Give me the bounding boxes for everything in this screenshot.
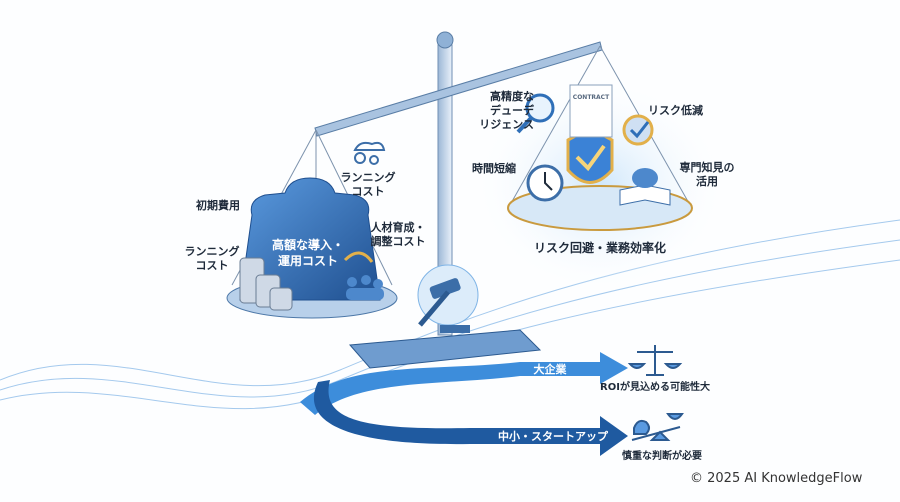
gavel-icon [418, 278, 470, 333]
weight [239, 177, 381, 301]
hr-cost-label: 人材育成・ 調整コスト [370, 221, 426, 248]
running-cost-top-label: ランニング コスト [340, 171, 396, 198]
contract-document-icon [569, 84, 613, 138]
expertise-label: 専門知見の 活用 [679, 161, 735, 188]
risk-check-icon [622, 114, 654, 146]
large-enterprise-arrow[interactable] [300, 352, 628, 415]
people-icon [346, 275, 384, 300]
summary-label: リスク回避・業務効率化 [533, 241, 667, 255]
time-saving-label: 時間短縮 [472, 162, 516, 175]
weight-label: 高額な導入・ 運用コスト [271, 238, 345, 268]
circuit-base [348, 329, 542, 369]
gear-cloud-icon [353, 141, 386, 165]
running-cost-left-label: ランニング コスト [184, 245, 240, 272]
initial-cost-label: 初期費用 [196, 199, 240, 212]
magnifier-icon [525, 93, 555, 123]
large-enterprise-label: 大企業 [533, 363, 567, 376]
sme-result-label: 慎重な判断が必要 [622, 451, 702, 462]
brain-icon [632, 168, 658, 188]
due-diligence-label: 高精度な デューデ リジェンス [479, 90, 534, 131]
pole-top [436, 31, 454, 49]
copyright: © 2025 AI KnowledgeFlow [690, 471, 863, 486]
coin-stacks-icon [239, 257, 293, 311]
sme-label: 中小・スタートアップ [498, 430, 608, 443]
large-result-label: ROIが見込める可能性大 [600, 382, 710, 393]
balanced-scale-icon [627, 345, 683, 376]
risk-reduction-label: リスク低減 [648, 104, 703, 117]
contract-doc-label: CONTRACT [572, 94, 610, 101]
tilted-scale-icon [631, 413, 684, 441]
exchange-arrow-icon [343, 251, 374, 263]
shield-check-icon [566, 126, 614, 184]
sme-arrow[interactable] [313, 380, 628, 456]
